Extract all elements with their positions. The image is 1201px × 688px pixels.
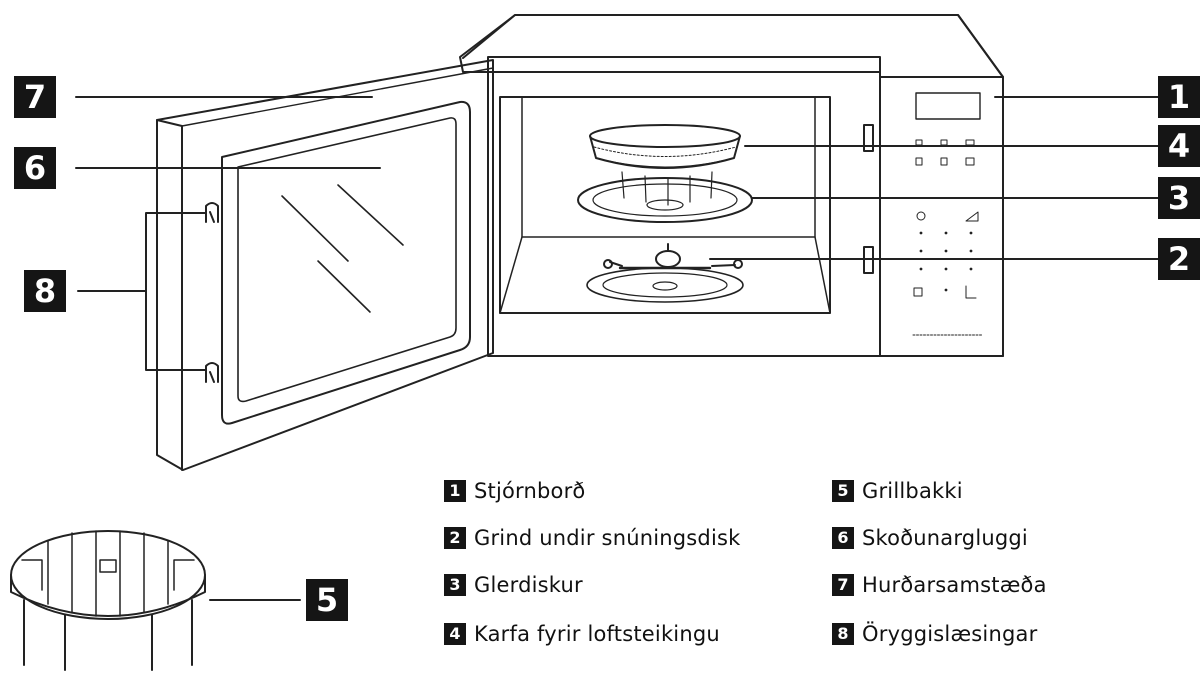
legend-label: Hurðarsamstæða (862, 573, 1047, 597)
legend-badge: 5 (832, 480, 854, 502)
door-drawing (156, 59, 494, 471)
callout-6: 6 (14, 147, 56, 189)
callout-5: 5 (306, 579, 348, 621)
legend-item-8: 8 Öryggislæsingar (832, 620, 1037, 648)
legend-item-2: 2 Grind undir snúningsdisk (444, 524, 741, 552)
leader-lines (75, 96, 1159, 601)
leader-8-bracket (145, 212, 206, 371)
callout-8: 8 (24, 270, 66, 312)
legend-label: Stjórnborð (474, 479, 586, 503)
legend-item-4: 4 Karfa fyrir loftsteikingu (444, 620, 720, 648)
legend-label: Glerdiskur (474, 573, 583, 597)
microwave-body (459, 14, 1004, 357)
legend-badge: 2 (444, 527, 466, 549)
legend-item-6: 6 Skoðunargluggi (832, 524, 1028, 552)
turntable-ring-drawing (586, 243, 744, 303)
legend-badge: 7 (832, 574, 854, 596)
legend-badge: 4 (444, 623, 466, 645)
legend-badge: 1 (444, 480, 466, 502)
legend-badge: 8 (832, 623, 854, 645)
legend-label: Karfa fyrir loftsteikingu (474, 622, 720, 646)
glass-tray-drawing (577, 177, 753, 223)
door-hooks-drawing (205, 202, 219, 383)
oven-cavity (499, 96, 831, 314)
callout-7: 7 (14, 76, 56, 118)
legend-item-5: 5 Grillbakki (832, 477, 963, 505)
legend-badge: 3 (444, 574, 466, 596)
legend-item-3: 3 Glerdiskur (444, 571, 583, 599)
legend-item-7: 7 Hurðarsamstæða (832, 571, 1047, 599)
legend-badge: 6 (832, 527, 854, 549)
panel-icons (915, 139, 979, 222)
grill-rack-drawing (10, 530, 206, 671)
legend-label: Öryggislæsingar (862, 622, 1038, 646)
keypad-dots (919, 231, 973, 292)
legend-item-1: 1 Stjórnborð (444, 477, 585, 505)
callout-2: 2 (1158, 238, 1200, 280)
legend-label: Grillbakki (862, 479, 963, 503)
callout-4: 4 (1158, 125, 1200, 167)
callout-3: 3 (1158, 177, 1200, 219)
legend-label: Grind undir snúningsdisk (474, 526, 741, 550)
air-fry-basket-drawing (589, 124, 741, 206)
control-panel-drawing (912, 92, 983, 336)
callout-1: 1 (1158, 76, 1200, 118)
legend-label: Skoðunargluggi (862, 526, 1028, 550)
